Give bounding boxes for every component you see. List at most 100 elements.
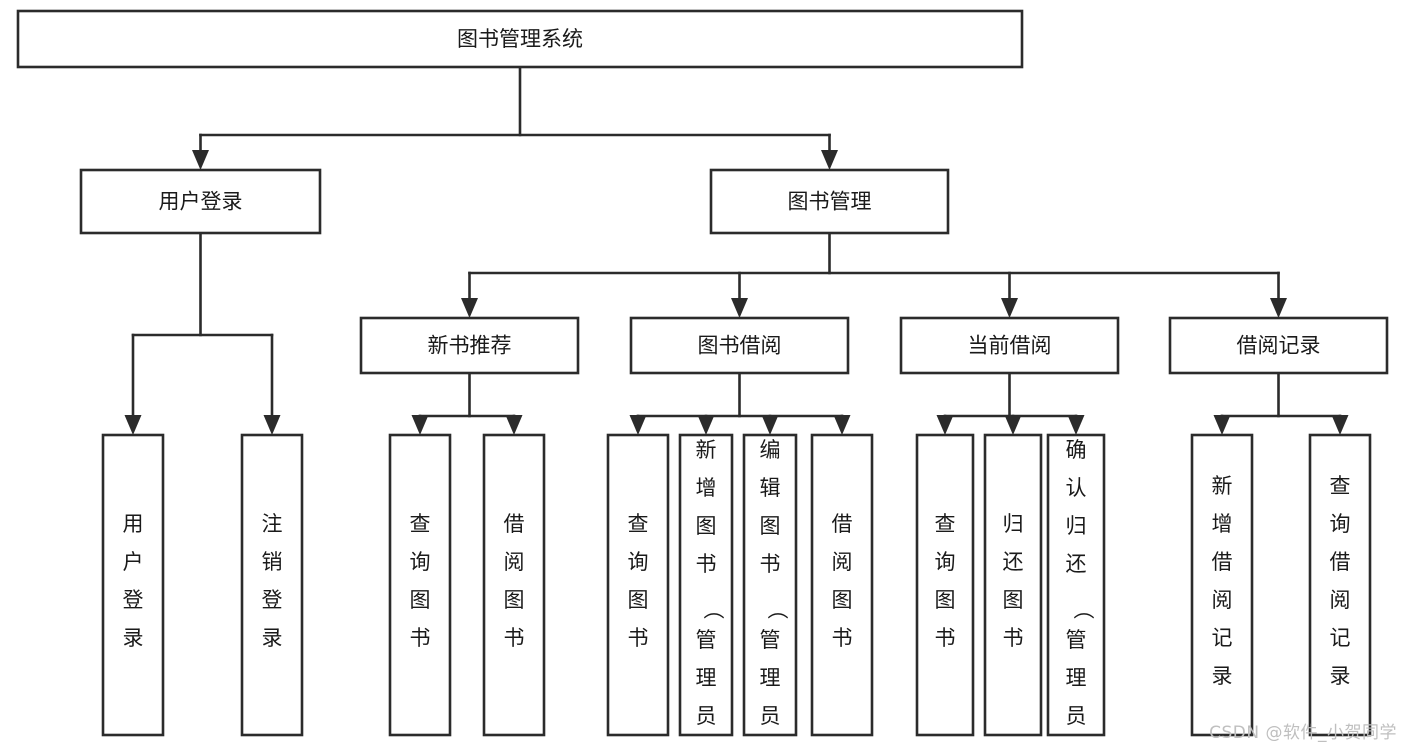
svg-text:借: 借 — [1212, 550, 1233, 574]
node-leaf-user-login[interactable]: 用户登录 — [101, 433, 165, 737]
node-label-new-book-recommend: 新书推荐 — [428, 334, 512, 358]
node-box-leaf-query-book-1[interactable] — [388, 433, 452, 737]
arrow-head-icon — [1331, 415, 1349, 435]
svg-text:归: 归 — [1003, 512, 1024, 536]
node-box-leaf-user-logout[interactable] — [240, 433, 304, 737]
svg-text:书: 书 — [504, 626, 525, 650]
arrow-head-icon — [1001, 298, 1018, 318]
svg-text:销: 销 — [262, 550, 283, 574]
node-label-root: 图书管理系统 — [457, 27, 583, 51]
node-current-borrow[interactable]: 当前借阅 — [899, 316, 1120, 375]
svg-text:员: 员 — [696, 704, 717, 728]
arrow-head-icon — [1213, 415, 1231, 435]
node-book-borrow[interactable]: 图书借阅 — [629, 316, 850, 375]
svg-text:理: 理 — [760, 666, 781, 690]
node-box-borrow-record[interactable] — [1168, 316, 1389, 375]
svg-text:录: 录 — [123, 626, 144, 650]
svg-text:借: 借 — [1330, 550, 1351, 574]
node-box-leaf-edit-book-admin[interactable] — [742, 433, 798, 737]
arrow-head-icon — [411, 415, 429, 435]
node-root[interactable]: 图书管理系统 — [16, 9, 1024, 69]
svg-text:理: 理 — [696, 666, 717, 690]
svg-text:新: 新 — [696, 438, 717, 462]
node-box-leaf-query-borrow-record[interactable] — [1308, 433, 1372, 737]
node-box-leaf-borrow-book-1[interactable] — [482, 433, 546, 737]
svg-text:还: 还 — [1003, 550, 1024, 574]
node-book-management[interactable]: 图书管理 — [709, 168, 950, 235]
svg-text:员: 员 — [760, 704, 781, 728]
svg-text:（: （ — [765, 599, 789, 620]
node-box-leaf-query-book-2[interactable] — [606, 433, 670, 737]
svg-text:阅: 阅 — [832, 550, 853, 574]
svg-text:图: 图 — [628, 588, 649, 612]
node-box-leaf-query-book-3[interactable] — [915, 433, 975, 737]
svg-text:还: 还 — [1066, 552, 1087, 576]
svg-text:（: （ — [1071, 599, 1095, 620]
arrow-head-icon — [697, 415, 715, 435]
arrow-head-icon — [1067, 415, 1085, 435]
node-label-book-borrow: 图书借阅 — [698, 334, 782, 358]
svg-text:借: 借 — [504, 512, 525, 536]
svg-text:书: 书 — [832, 626, 853, 650]
arrow-head-icon — [821, 150, 838, 170]
svg-text:户: 户 — [123, 550, 144, 574]
svg-text:增: 增 — [1212, 512, 1233, 536]
node-box-leaf-add-book-admin[interactable] — [678, 433, 734, 737]
svg-text:询: 询 — [935, 550, 956, 574]
svg-text:辑: 辑 — [760, 476, 781, 500]
arrow-head-icon — [761, 415, 779, 435]
arrow-head-icon — [629, 415, 647, 435]
svg-text:认: 认 — [1066, 476, 1087, 500]
svg-text:图: 图 — [504, 588, 525, 612]
node-box-leaf-user-login[interactable] — [101, 433, 165, 737]
node-box-leaf-add-borrow-record[interactable] — [1190, 433, 1254, 737]
svg-text:图: 图 — [1003, 588, 1024, 612]
svg-text:用: 用 — [123, 512, 144, 536]
svg-text:书: 书 — [760, 552, 781, 576]
node-box-root[interactable] — [16, 9, 1024, 69]
node-label-leaf-user-login: 用户登录 — [123, 512, 144, 650]
node-box-current-borrow[interactable] — [899, 316, 1120, 375]
node-user-login[interactable]: 用户登录 — [79, 168, 322, 235]
svg-text:图: 图 — [832, 588, 853, 612]
svg-text:书: 书 — [1003, 626, 1024, 650]
node-box-book-management[interactable] — [709, 168, 950, 235]
arrow-head-icon — [936, 415, 954, 435]
svg-text:询: 询 — [628, 550, 649, 574]
node-label-user-login: 用户登录 — [159, 190, 243, 214]
node-box-leaf-return-book[interactable] — [983, 433, 1043, 737]
node-box-book-borrow[interactable] — [629, 316, 850, 375]
svg-text:确: 确 — [1066, 438, 1087, 462]
node-box-leaf-confirm-return-admin[interactable] — [1046, 433, 1106, 737]
svg-text:记: 记 — [1330, 626, 1351, 650]
svg-text:录: 录 — [1212, 664, 1233, 688]
svg-text:书: 书 — [410, 626, 431, 650]
node-borrow-record[interactable]: 借阅记录 — [1168, 316, 1389, 375]
svg-text:书: 书 — [696, 552, 717, 576]
node-label-book-management: 图书管理 — [788, 190, 872, 214]
svg-text:图: 图 — [410, 588, 431, 612]
node-box-user-login[interactable] — [79, 168, 322, 235]
svg-text:录: 录 — [262, 626, 283, 650]
node-box-leaf-borrow-book-2[interactable] — [810, 433, 874, 737]
svg-text:阅: 阅 — [504, 550, 525, 574]
node-new-book-recommend[interactable]: 新书推荐 — [359, 316, 580, 375]
node-box-new-book-recommend[interactable] — [359, 316, 580, 375]
